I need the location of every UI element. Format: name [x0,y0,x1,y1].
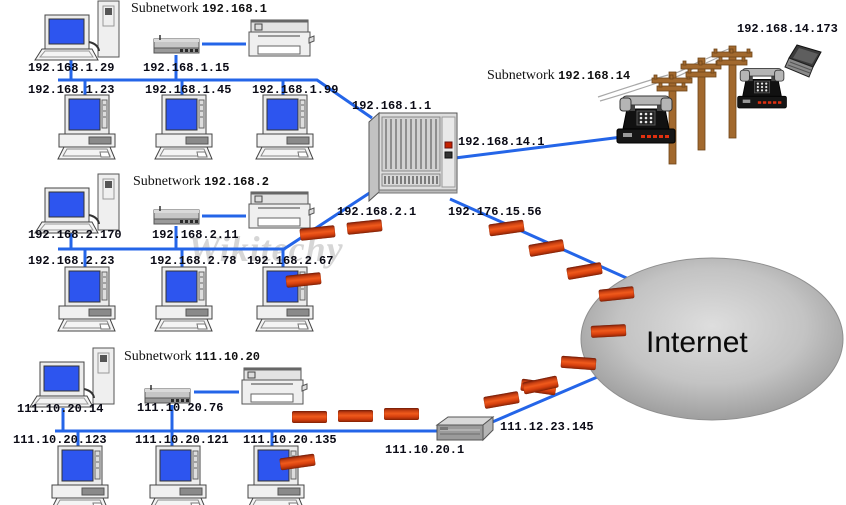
workstation-icon [34,173,120,234]
subnet1-pc1-ip-label: 192.168.1.23 [28,83,115,97]
desktop-computer-icon [246,445,305,505]
laptop-icon [784,44,822,78]
subnet2-title: Subnetwork 192.168.2 [133,174,269,189]
hub-icon [153,205,200,225]
desktop-computer-icon [154,94,213,160]
subnet1-bus-link [58,78,373,120]
telephone-modem-icon [737,68,787,109]
subnet3-workstation-ip-label: 111.10.20.14 [17,402,104,416]
printer-icon [248,191,315,229]
desktop-computer-icon [50,445,109,505]
desktop-computer-icon [255,94,314,160]
desktop-computer-icon [57,94,116,160]
core-router-lan1-ip-label: 192.168.1.1 [352,99,432,113]
subnet2-pc2-ip-label: 192.168.2.78 [150,254,237,268]
internet-cloud [580,257,844,421]
subnet3-pc2-ip-label: 111.10.20.121 [135,433,229,447]
workstation-icon [34,0,120,61]
link-router-modem [454,135,623,160]
red-dash [292,411,327,423]
printer-icon [241,367,308,405]
edge-router-lan-ip-label: 111.10.20.1 [385,443,465,457]
link-edge-router-internet [489,370,610,425]
core-router-icon [368,112,458,202]
subnet3-pc1-ip-label: 111.10.20.123 [13,433,107,447]
subnet2-workstation-ip-label: 192.168.2.170 [28,228,122,242]
subnet2-pc3-ip-label: 192.168.2.67 [247,254,334,268]
subnet3-pc3-ip-label: 111.10.20.135 [243,433,337,447]
desktop-computer-icon [57,266,116,332]
core-router-wan-ip-label: 192.176.15.56 [448,205,542,219]
desktop-computer-icon [154,266,213,332]
subnet2-pc1-ip-label: 192.168.2.23 [28,254,115,268]
edge-router-wan-ip-label: 111.12.23.145 [500,420,594,434]
subnet1-pc2-ip-label: 192.168.1.45 [145,83,232,97]
subnet1-pc3-ip-label: 192.168.1.99 [252,83,339,97]
printer-icon [248,19,315,57]
subnet3-hub-ip-label: 111.10.20.76 [137,401,224,415]
internet-label: Internet [646,326,748,359]
core-router-lan2-ip-label: 192.168.2.1 [337,205,417,219]
telephone-modem-icon [616,95,676,144]
telephone-pole-icon [680,57,722,151]
red-dash [384,408,419,420]
red-dash [338,410,373,422]
red-dash [590,324,627,338]
core-router-lan14-ip-label: 192.168.14.1 [458,135,545,149]
workstation-icon [29,347,115,408]
hub-icon [153,34,200,54]
edge-router-icon [436,416,494,441]
subnet1-hub-ip-label: 192.168.1.15 [143,61,230,75]
subnet3-title: Subnetwork 111.10.20 [124,349,260,364]
subnet14-title: Subnetwork 192.168.14 [487,68,631,83]
subnet2-hub-ip-label: 192.168.2.11 [152,228,239,242]
subnet14-laptop-ip-label: 192.168.14.173 [737,22,838,36]
subnet1-title: Subnetwork 192.168.1 [131,1,267,16]
subnet1-workstation-ip-label: 192.168.1.29 [28,61,115,75]
desktop-computer-icon [148,445,207,505]
red-dash [560,355,597,371]
